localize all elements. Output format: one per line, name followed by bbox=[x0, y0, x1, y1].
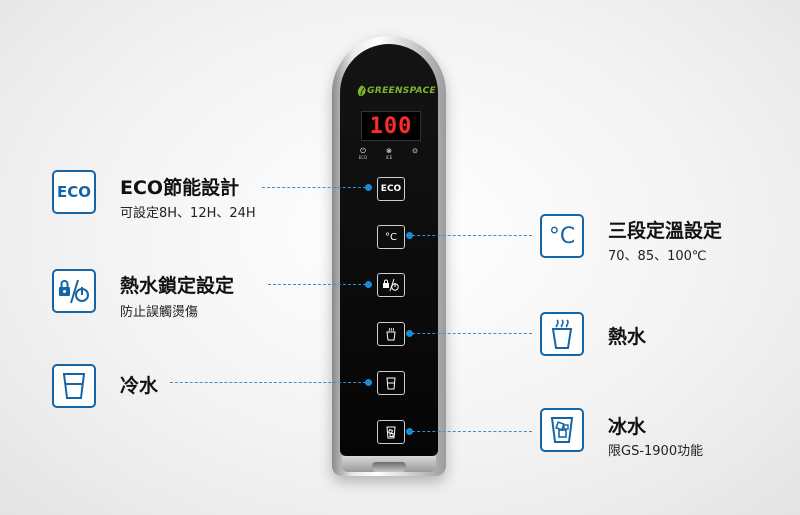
ice-water-feature-title: 冰水 bbox=[608, 416, 647, 438]
lock-feature-subtitle: 防止誤觸燙傷 bbox=[120, 305, 199, 320]
thermometer-icon: ⊙ bbox=[412, 147, 418, 155]
temperature-feature-title: 三段定溫設定 bbox=[608, 220, 723, 242]
connector-dot-hot bbox=[406, 330, 413, 337]
cold-water-feature-icon bbox=[52, 364, 96, 408]
ice-water-button[interactable] bbox=[377, 420, 405, 444]
water-nozzle bbox=[372, 462, 406, 472]
cold-water-feature-title: 冷水 bbox=[120, 375, 159, 397]
ice-cup-icon bbox=[386, 426, 396, 439]
connector-line-hot bbox=[412, 333, 532, 334]
connector-dot-eco bbox=[365, 184, 372, 191]
temperature-display: 100 bbox=[361, 111, 421, 141]
hot-water-feature-icon bbox=[540, 312, 584, 356]
status-ice: ⊗ ICE bbox=[385, 147, 393, 160]
connector-line-eco bbox=[262, 187, 366, 188]
status-eco: ⏻ ECO bbox=[358, 147, 368, 160]
connector-dot-temp bbox=[406, 232, 413, 239]
temperature-feature-icon: °C bbox=[540, 214, 584, 258]
connector-dot-ice bbox=[406, 428, 413, 435]
connector-line-temp bbox=[412, 235, 532, 236]
snowflake-icon: ⊗ bbox=[386, 147, 392, 155]
temperature-button[interactable]: °C bbox=[377, 225, 405, 249]
eco-button[interactable]: ECO bbox=[377, 177, 405, 201]
connector-line-cold bbox=[170, 382, 366, 383]
status-heat: ⊙ bbox=[409, 147, 421, 160]
ice-cup-icon bbox=[550, 417, 574, 443]
display-value: 100 bbox=[369, 113, 413, 139]
eco-feature-subtitle: 可設定8H、12H、24H bbox=[120, 206, 256, 221]
ice-water-feature-subtitle: 限GS-1900功能 bbox=[608, 444, 704, 459]
leaf-logo-icon bbox=[357, 85, 366, 96]
hot-water-feature-title: 熱水 bbox=[608, 326, 647, 348]
cup-icon bbox=[386, 377, 396, 390]
connector-line-ice bbox=[412, 431, 532, 432]
hot-cup-icon bbox=[386, 327, 396, 341]
brand-logo: GREENSPACE bbox=[356, 82, 436, 100]
temperature-feature-subtitle: 70、85、100℃ bbox=[608, 249, 707, 264]
hot-cup-icon bbox=[551, 319, 573, 349]
power-icon: ⏻ bbox=[360, 147, 366, 155]
connector-line-lock bbox=[268, 284, 366, 285]
status-indicators: ⏻ ECO ⊗ ICE ⊙ bbox=[344, 147, 434, 160]
lock-power-icon bbox=[383, 278, 399, 292]
connector-dot-cold bbox=[365, 379, 372, 386]
hot-water-button[interactable] bbox=[377, 322, 405, 346]
eco-feature-title: ECO節能設計 bbox=[120, 177, 240, 199]
lock-feature-title: 熱水鎖定設定 bbox=[120, 275, 235, 297]
cup-icon bbox=[62, 373, 86, 399]
eco-feature-icon: ECO bbox=[52, 170, 96, 214]
lock-feature-icon bbox=[52, 269, 96, 313]
lock-power-icon bbox=[59, 279, 89, 304]
hot-lock-button[interactable] bbox=[377, 273, 405, 297]
brand-name: GREENSPACE bbox=[367, 86, 436, 96]
ice-water-feature-icon bbox=[540, 408, 584, 452]
connector-dot-lock bbox=[365, 281, 372, 288]
cold-water-button[interactable] bbox=[377, 371, 405, 395]
